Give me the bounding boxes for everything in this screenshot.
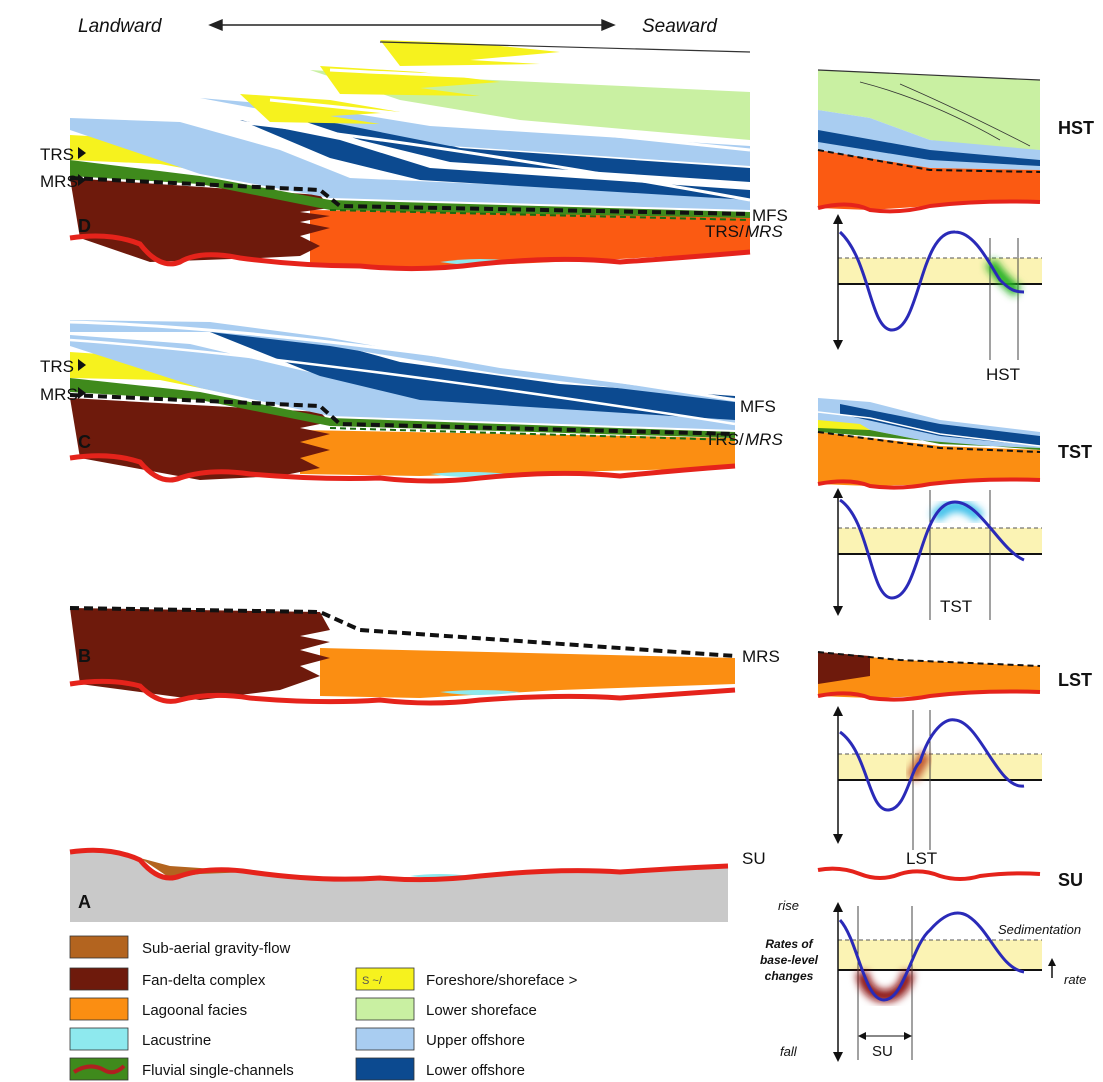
tst-label: TST	[1058, 442, 1092, 462]
svg-text:Fluvial single-channels: Fluvial single-channels	[142, 1062, 294, 1079]
su-base-level-curve	[833, 902, 1056, 1062]
legend-item-upper-offshore: Upper offshore	[355, 1027, 525, 1051]
svg-text:S ~/: S ~/	[362, 975, 383, 987]
panel-d-trs-arrow	[78, 147, 86, 159]
ylabel-line-1: Rates of	[765, 937, 813, 951]
su-mini-section	[817, 866, 1041, 881]
panel-c-trs-arrow	[78, 359, 86, 371]
seaward-label: Seaward	[642, 16, 718, 37]
panel-a-letter: A	[78, 892, 91, 912]
legend-item-lacustrine: Lacustrine	[69, 1027, 211, 1051]
legend-item-sub-aerial: Sub-aerial gravity-flow	[69, 935, 291, 959]
panel-c-mfs-label: MFS	[740, 397, 776, 416]
legend-item-lower-shoreface: Lower shoreface	[355, 997, 537, 1021]
panel-c-mrs-right-label: MRS	[745, 430, 783, 449]
landward-label: Landward	[78, 16, 163, 37]
hst-mini-section	[817, 69, 1041, 214]
panel-b-letter: B	[78, 646, 91, 666]
tst-mini-section	[817, 398, 1041, 490]
sedimentation-label: Sedimentation	[998, 922, 1081, 937]
tst-base-level-curve	[833, 488, 1042, 620]
rate-label: rate	[1064, 972, 1086, 987]
svg-text:Upper offshore: Upper offshore	[426, 1032, 525, 1049]
panel-d-letter: D	[78, 216, 91, 236]
panel-c-mrs-arrow	[78, 387, 86, 399]
rise-label: rise	[778, 898, 799, 913]
svg-text:Foreshore/shoreface >: Foreshore/shoreface >	[426, 972, 578, 989]
legend: Sub-aerial gravity-flow Fan-delta comple…	[69, 935, 578, 1081]
lst-mini-section	[817, 651, 1041, 702]
svg-text:Lacustrine: Lacustrine	[142, 1032, 211, 1049]
panel-d-mrs-label: MRS	[40, 172, 78, 191]
lst-curve-label: LST	[906, 849, 937, 868]
svg-text:Lower offshore: Lower offshore	[426, 1062, 525, 1079]
panel-c-trs-label: TRS	[40, 357, 74, 376]
panel-d-mfs-label: MFS	[752, 206, 788, 225]
legend-item-lagoonal: Lagoonal facies	[69, 997, 247, 1021]
panel-c-trs-right-label: TRS/	[705, 430, 744, 449]
hst-base-level-curve	[833, 214, 1042, 360]
panel-d-mrs-right-label: MRS	[745, 222, 783, 241]
panel-d-mrs-arrow	[78, 174, 86, 186]
svg-text:Lagoonal facies: Lagoonal facies	[142, 1002, 247, 1019]
panel-d-cross-section	[69, 40, 751, 272]
lst-base-level-curve	[833, 706, 1042, 850]
legend-item-fluvial: Fluvial single-channels	[69, 1057, 294, 1081]
landward-seaward-arrow	[208, 18, 616, 32]
panel-c-cross-section	[69, 320, 736, 484]
panel-b-cross-section	[69, 606, 736, 706]
svg-text:Fan-delta complex: Fan-delta complex	[142, 972, 266, 989]
panel-b-mrs-label: MRS	[742, 647, 780, 666]
fall-label: fall	[780, 1044, 798, 1059]
legend-item-lower-offshore: Lower offshore	[355, 1057, 525, 1081]
panel-d-trs-label: TRS	[40, 145, 74, 164]
hst-curve-label: HST	[986, 365, 1020, 384]
tst-curve-label: TST	[940, 597, 972, 616]
ylabel-line-2: base-level	[760, 953, 819, 967]
panel-c-mrs-label: MRS	[40, 385, 78, 404]
lst-label: LST	[1058, 670, 1092, 690]
panel-a-su-label: SU	[742, 849, 766, 868]
su-curve-label: SU	[872, 1043, 893, 1060]
panel-d-trs-right-label: TRS/	[705, 222, 744, 241]
svg-text:Lower shoreface: Lower shoreface	[426, 1002, 537, 1019]
svg-text:Sub-aerial gravity-flow: Sub-aerial gravity-flow	[142, 940, 291, 957]
hst-label: HST	[1058, 118, 1094, 138]
legend-item-foreshore: S ~/ Foreshore/shoreface >	[355, 967, 578, 991]
panel-a-cross-section	[69, 847, 729, 922]
panel-c-letter: C	[78, 432, 91, 452]
legend-item-fan-delta: Fan-delta complex	[69, 967, 266, 991]
su-label: SU	[1058, 870, 1083, 890]
ylabel-line-3: changes	[765, 969, 814, 983]
